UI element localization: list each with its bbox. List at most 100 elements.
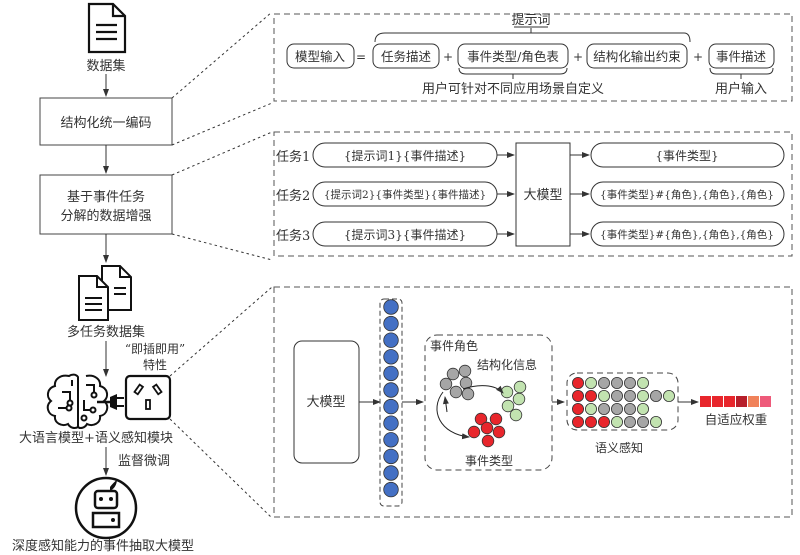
output3-box — [590, 221, 785, 247]
output3-text: {事件类型}#{角色},{角色},{角色} — [600, 228, 774, 241]
structured-output-box — [586, 43, 688, 69]
task2-input: {提示词2}{事件类型}{事件描述} — [324, 188, 486, 201]
perception-node — [637, 402, 650, 415]
custom-brace — [458, 67, 568, 79]
vector-node — [383, 448, 399, 465]
type-node — [481, 434, 495, 448]
vector-node — [383, 349, 399, 365]
perception-node — [637, 415, 650, 428]
robot-icon — [74, 476, 138, 540]
role-to-info-arrow — [462, 385, 504, 394]
dataset-icon — [87, 2, 127, 54]
zoom-connectors — [169, 11, 273, 519]
vector-node — [383, 315, 399, 332]
perception-node — [637, 376, 650, 389]
perception-node — [572, 389, 585, 402]
plug-icon — [110, 394, 124, 410]
perception-node — [572, 376, 585, 389]
info-node — [512, 392, 526, 406]
type-node — [492, 425, 506, 439]
prompt-structure-panel — [273, 13, 793, 102]
perception-node — [598, 376, 611, 389]
weight-cell — [760, 396, 771, 407]
task1-label: 任务1 — [276, 149, 310, 165]
model-input-box — [286, 43, 355, 69]
brain-icon — [46, 373, 109, 429]
dataset-label: 数据集 — [86, 58, 125, 74]
perception-node — [572, 402, 585, 415]
role-node — [439, 377, 453, 391]
type-node — [480, 421, 494, 435]
event-type-role-box — [457, 43, 569, 69]
perception-node — [624, 376, 637, 389]
vector-node — [383, 382, 399, 398]
semantic-clusters — [439, 364, 527, 448]
task-description-label: 任务描述 — [381, 49, 432, 64]
task1-input: {提示词1}{事件描述} — [344, 148, 466, 163]
vector-node — [383, 299, 399, 315]
perception-node — [611, 376, 624, 389]
encoding-step-box — [39, 97, 173, 146]
weight-cell — [724, 396, 735, 407]
llm-label: 大模型 — [523, 188, 562, 203]
event-description-label: 事件描述 — [716, 49, 767, 64]
plug-and-play-label: “即插即用” — [125, 342, 185, 356]
vector-node — [383, 432, 399, 448]
final-model-label: 深度感知能力的事件抽取大模型 — [12, 538, 194, 554]
socket-icon — [124, 374, 172, 421]
plus-sign: + — [443, 50, 453, 64]
llm-box — [515, 142, 571, 247]
module-label: 大语言模型+语义感知模块 — [19, 430, 173, 446]
task-description-box — [372, 43, 440, 69]
prompt-brace — [374, 28, 691, 43]
output1-box — [590, 142, 785, 168]
perception-node — [624, 415, 637, 428]
output2-box — [590, 181, 785, 207]
event-description-box — [708, 43, 775, 69]
role-node — [449, 385, 463, 399]
plug-and-play-label-2: 特性 — [143, 357, 167, 372]
adaptive-weight-label: 自适应权重 — [705, 412, 768, 427]
perception-node — [663, 389, 676, 402]
info-node — [500, 385, 514, 399]
plus-sign: + — [693, 50, 703, 64]
perception-node — [624, 402, 637, 415]
type-node — [489, 412, 503, 426]
vector-node — [383, 398, 399, 415]
perception-node — [585, 402, 598, 415]
event-role-label: 事件角色 — [430, 339, 478, 353]
encoding-step-label: 结构化统一编码 — [60, 116, 151, 131]
perception-node — [637, 389, 650, 402]
perception-node — [585, 376, 598, 389]
user-input-brace — [709, 67, 774, 79]
perception-node — [624, 389, 637, 402]
task3-input: {提示词3}{事件描述} — [344, 227, 466, 242]
event-type-role-label: 事件类型/角色表 — [467, 49, 559, 64]
weight-cell — [712, 396, 723, 407]
output2-text: {事件类型}#{角色},{角色},{角色} — [600, 188, 774, 201]
role-to-type-arrow — [436, 391, 470, 440]
semantic-perception-grid — [572, 376, 676, 428]
vector-node — [383, 365, 399, 382]
perception-node — [650, 389, 663, 402]
weight-cell — [748, 396, 759, 407]
hidden-vector-frame — [379, 298, 403, 507]
info-node — [513, 380, 527, 394]
role-node — [458, 364, 472, 378]
task3-label: 任务3 — [276, 228, 310, 244]
perception-node — [598, 389, 611, 402]
perception-node — [598, 402, 611, 415]
structured-info-label: 结构化信息 — [477, 357, 537, 372]
perception-node — [585, 389, 598, 402]
semantic-perception-label: 语义感知 — [595, 440, 643, 455]
weight-cell — [736, 396, 747, 407]
type-to-role-arrow — [442, 396, 449, 413]
model-input-label: 模型输入 — [295, 49, 346, 64]
llm-block-label: 大模型 — [306, 395, 345, 410]
multitask-dataset-icon — [78, 265, 132, 321]
cluster-frame — [424, 334, 553, 471]
equals-sign: = — [356, 50, 366, 64]
task-decomposition-panel — [273, 131, 793, 257]
prompt-label: 提示词 — [511, 12, 550, 28]
